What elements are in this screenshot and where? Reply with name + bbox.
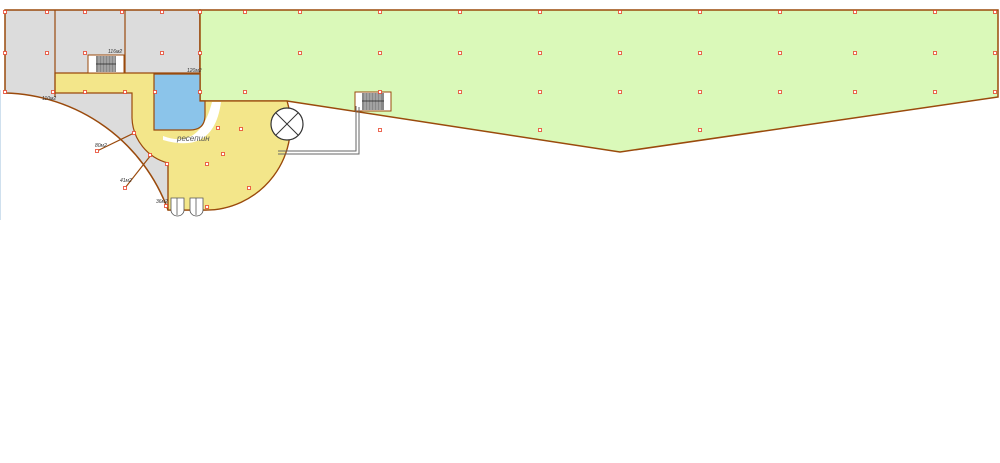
partition-walls [54, 10, 169, 210]
column-marker [778, 90, 782, 94]
column-marker [153, 90, 157, 94]
column-marker [618, 51, 622, 55]
column-marker [205, 205, 209, 209]
round-column-icon [270, 107, 304, 141]
column-marker [933, 90, 937, 94]
column-marker [853, 51, 857, 55]
column-marker [3, 90, 7, 94]
room-label-80: 80м2 [95, 143, 107, 149]
column-marker [378, 90, 382, 94]
column-marker [205, 162, 209, 166]
column-marker [132, 131, 136, 135]
column-marker [123, 90, 127, 94]
column-marker [247, 186, 251, 190]
column-marker [45, 51, 49, 55]
column-marker [778, 10, 782, 14]
staircase-right [354, 91, 392, 112]
column-marker [298, 10, 302, 14]
column-marker [83, 51, 87, 55]
column-marker [378, 51, 382, 55]
room-label-110: 110м2 [42, 96, 56, 102]
column-marker [83, 10, 87, 14]
column-marker [160, 10, 164, 14]
column-marker [378, 10, 382, 14]
column-marker [538, 128, 542, 132]
structural-columns [3, 10, 997, 209]
column-marker [45, 10, 49, 14]
room-label-41: 41м2 [120, 178, 132, 184]
column-marker [165, 162, 169, 166]
column-marker [198, 90, 202, 94]
column-marker [698, 51, 702, 55]
room-label-36: 36м2 [156, 199, 168, 205]
column-marker [198, 51, 202, 55]
column-marker [538, 90, 542, 94]
column-marker [148, 153, 152, 157]
column-marker [618, 90, 622, 94]
column-marker [458, 90, 462, 94]
column-marker [993, 10, 997, 14]
column-marker [993, 90, 997, 94]
column-marker [160, 51, 164, 55]
column-marker [239, 127, 243, 131]
column-marker [538, 51, 542, 55]
reception-desk [163, 102, 221, 144]
column-marker [51, 90, 55, 94]
open-space-area [199, 9, 999, 153]
column-marker [123, 186, 127, 190]
column-marker [853, 10, 857, 14]
column-marker [458, 51, 462, 55]
reception-area [153, 73, 206, 131]
passage-outline [278, 106, 360, 155]
column-marker [853, 90, 857, 94]
column-marker [378, 128, 382, 132]
column-marker [778, 51, 782, 55]
column-marker [3, 10, 7, 14]
room-label-120: 120м2 [187, 68, 202, 74]
column-marker [298, 51, 302, 55]
column-marker [198, 10, 202, 14]
column-marker [993, 51, 997, 55]
entrance-doors-icon [170, 197, 204, 217]
column-marker [458, 10, 462, 14]
column-marker [221, 152, 225, 156]
column-marker [243, 90, 247, 94]
column-marker [95, 149, 99, 153]
reception-label: ресепшн [176, 134, 210, 143]
column-marker [216, 126, 220, 130]
column-marker [538, 10, 542, 14]
column-marker [698, 10, 702, 14]
column-marker [164, 204, 168, 208]
room-label-116: 116м2 [108, 49, 122, 55]
column-marker [243, 10, 247, 14]
column-marker [698, 128, 702, 132]
column-marker [120, 10, 124, 14]
column-marker [83, 90, 87, 94]
column-marker [698, 90, 702, 94]
column-marker [933, 10, 937, 14]
column-marker [618, 10, 622, 14]
column-marker [3, 51, 7, 55]
column-marker [933, 51, 937, 55]
staircase-left [87, 54, 125, 74]
